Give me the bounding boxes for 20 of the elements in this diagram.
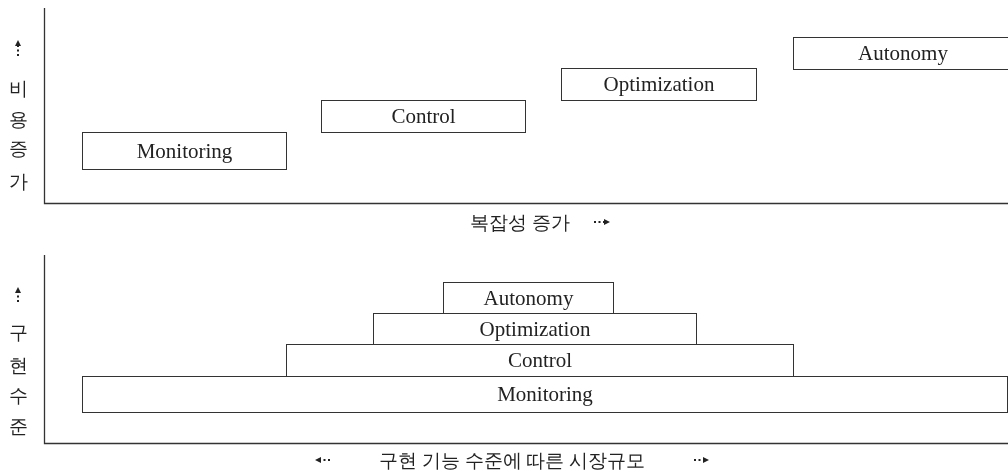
axis-title: 구현 기능 수준에 따른 시장규모 (379, 449, 645, 473)
stage-label: Autonomy (483, 285, 574, 311)
stage-box (443, 282, 614, 314)
axis-title: 구현수준 (8, 312, 31, 436)
stage-box (321, 100, 526, 133)
stage-label: Monitoring (497, 382, 593, 407)
axis-title: 비용증가 (8, 66, 31, 190)
stage-label: Monitoring (136, 138, 233, 164)
stage-box (793, 37, 1008, 70)
axis-title: 복잡성 증가 (470, 211, 570, 235)
stage-box (561, 68, 757, 101)
stage-box (82, 132, 287, 170)
stage-label: Optimization (479, 316, 591, 342)
stage-box (286, 344, 794, 377)
stage-box (82, 376, 1008, 413)
stage-label: Optimization (603, 72, 715, 97)
stage-label: Control (507, 348, 573, 373)
stage-label: Control (391, 104, 456, 129)
stage-box (373, 313, 697, 345)
stage-label: Autonomy (858, 41, 948, 66)
